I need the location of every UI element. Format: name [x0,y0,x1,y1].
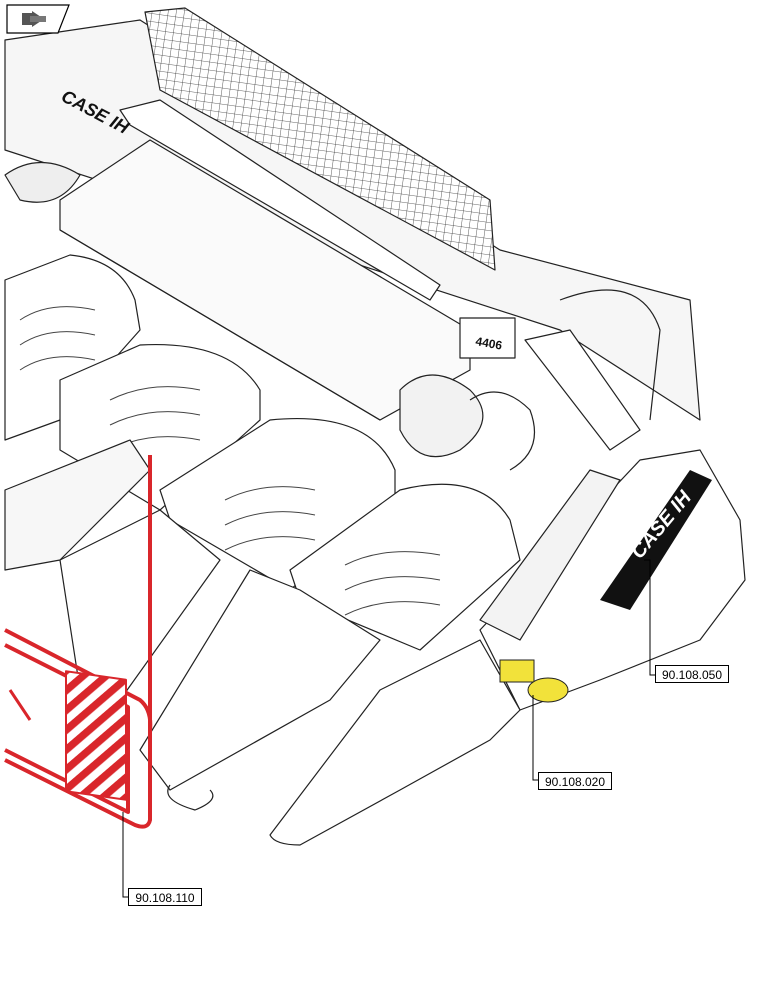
screen-guard [144,7,496,271]
snout-2 [139,569,381,791]
warning-decal-square [499,659,535,683]
model-plate [459,317,516,359]
side-decal-band [600,470,712,610]
lift-bracket [524,329,641,451]
row-unit-1 [4,254,141,441]
end-snout [269,639,521,846]
leader-1 [644,559,656,676]
auger-left [4,161,81,203]
callout-90-108-110[interactable]: 90.108.110 [128,888,202,906]
hydraulic-cylinder [119,99,441,301]
callout-90-108-020[interactable]: 90.108.020 [538,772,612,790]
row-unit-4 [289,483,521,651]
leader-3 [122,812,128,898]
red-warning-guard [4,455,153,829]
leader-lines [122,559,656,898]
striped-warning-panel [65,670,127,801]
warning-decal-round [527,677,569,703]
leader-2 [532,695,538,781]
side-auger-tube [479,469,621,641]
previous-page-icon[interactable] [6,4,70,34]
callout-90-108-050[interactable]: 90.108.050 [655,665,729,683]
snout-left [4,439,151,571]
warning-decal-group [499,659,569,703]
auger-right [399,374,484,458]
model-number-text: 4406 [474,334,503,352]
